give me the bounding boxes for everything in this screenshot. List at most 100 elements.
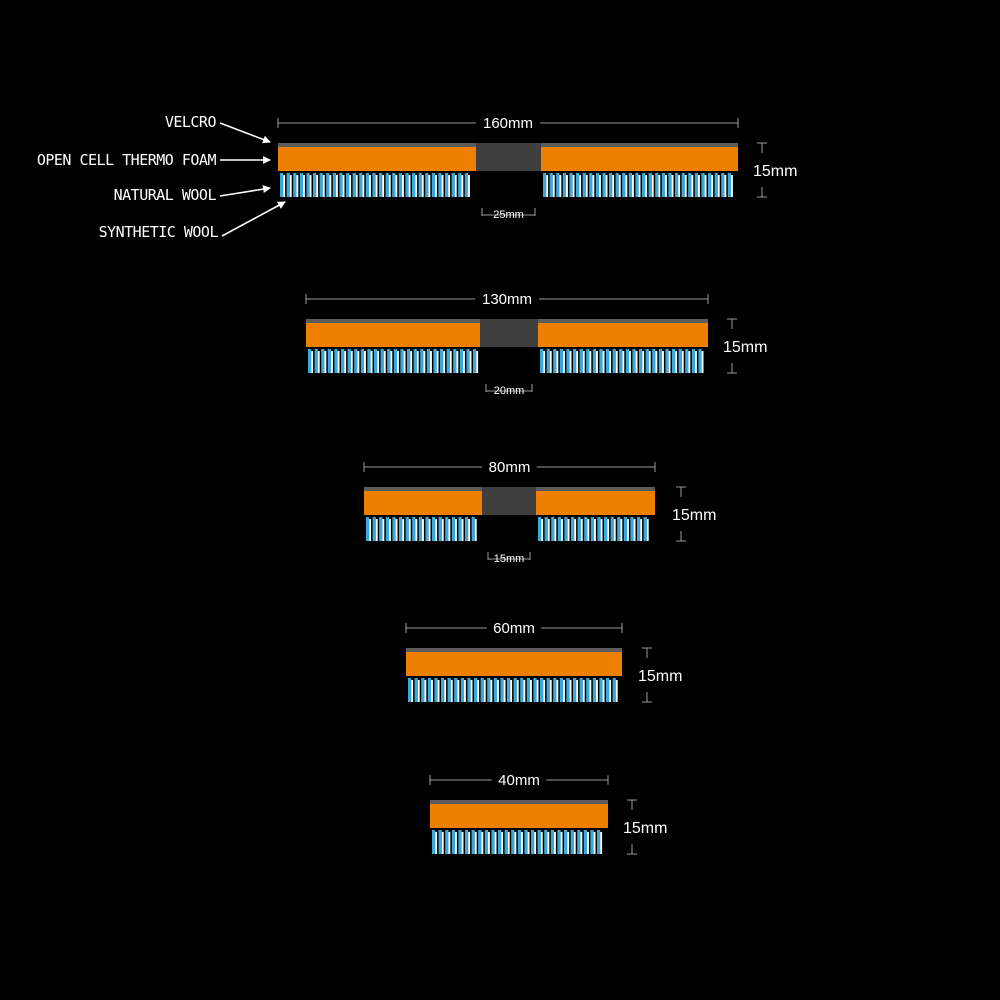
pad-130-left-synthetic-bristle: [380, 349, 384, 373]
pad-60-synthetic-bristle: [493, 678, 497, 702]
pad-60-natural-bristle: [477, 680, 480, 702]
pad-80-right-natural-bristle: [613, 519, 616, 541]
pad-60-natural-bristle: [464, 680, 466, 702]
pad-160-right-natural-bristle: [678, 175, 681, 197]
pad-160-left-synthetic-bristle: [299, 173, 303, 197]
pad-80-right-natural-bristle: [541, 519, 544, 541]
pad-160-left-natural-bristle: [415, 175, 418, 197]
pad-60-natural-bristle: [530, 680, 532, 702]
pad-130-left-synthetic-bristle: [314, 349, 318, 373]
pad-40-natural-bristle: [600, 832, 603, 854]
pad-160-right-natural-bristle: [638, 175, 641, 197]
pad-40-natural-bristle: [567, 832, 570, 854]
pad-60-natural-bristle: [602, 680, 605, 702]
pad-160-left-synthetic-bristle: [326, 173, 330, 197]
pad-60-natural-bristle: [596, 680, 598, 702]
pad-80-left-natural-bristle: [422, 519, 424, 541]
pad-80-left-natural-bristle: [435, 519, 438, 541]
pad-160-left-synthetic-bristle: [405, 173, 409, 197]
pad-130-right-natural-bristle: [589, 351, 592, 373]
pads-group: 160mm25mm15mm130mm20mm15mm80mm15mm15mm60…: [277, 115, 797, 855]
pad-60-synthetic-bristle: [434, 678, 438, 702]
pad-130-right-natural-bristle: [648, 351, 651, 373]
pad-160-left-synthetic-bristle: [379, 173, 383, 197]
pad-60-synthetic-bristle: [414, 678, 418, 702]
pad-60-height-label: 15mm: [638, 668, 682, 685]
pad-80-foam-left: [364, 491, 482, 515]
pad-160-right-natural-bristle: [724, 175, 727, 197]
pad-160-left-synthetic-bristle: [398, 173, 402, 197]
pad-130-right-synthetic-bristle: [546, 349, 550, 373]
pad-130-left-natural-bristle: [383, 351, 386, 373]
pad-40-synthetic-bristle: [597, 830, 601, 854]
pad-160-left-synthetic-bristle: [346, 173, 350, 197]
pad-130-left-synthetic-bristle: [341, 349, 345, 373]
pad-160-right-natural-bristle: [731, 175, 733, 197]
pad-160-right-synthetic-bristle: [675, 173, 679, 197]
pad-40-synthetic-bristle: [537, 830, 541, 854]
legend-arrow-natural-wool: [219, 185, 271, 197]
pad-60-natural-bristle: [543, 680, 546, 702]
pad-160-right-natural-bristle: [625, 175, 628, 197]
pad-130-left-natural-bristle: [370, 351, 373, 373]
pad-60-synthetic-bristle: [487, 678, 491, 702]
pad-160-right-synthetic-bristle: [635, 173, 639, 197]
pad-60-synthetic-bristle: [559, 678, 563, 702]
pad-60-natural-bristle: [417, 680, 420, 702]
pad-160-right-synthetic-bristle: [589, 173, 593, 197]
pad-130-right-synthetic-bristle: [698, 349, 702, 373]
pad-160-right-synthetic-bristle: [668, 173, 672, 197]
pad-160-left-natural-bristle: [448, 175, 451, 197]
pad-60-natural-bristle: [437, 680, 440, 702]
pad-80-center-gap: [482, 487, 536, 515]
pad-160-right-natural-bristle: [698, 175, 700, 197]
pad-160-right-synthetic-bristle: [727, 173, 731, 197]
pad-160-right-natural-bristle: [671, 175, 674, 197]
pad-80-left-synthetic-bristle: [471, 517, 475, 541]
pad-40-synthetic-bristle: [544, 830, 548, 854]
pad-160-left-synthetic-bristle: [359, 173, 363, 197]
pad-160-right-synthetic-bristle: [694, 173, 698, 197]
pad-160-right-synthetic-bristle: [701, 173, 705, 197]
pad-160-left-natural-bristle: [375, 175, 378, 197]
pad-160-left-synthetic-bristle: [412, 173, 416, 197]
pad-80-left-natural-bristle: [382, 519, 385, 541]
pad-60-natural-bristle: [490, 680, 493, 702]
pad-160-left-natural-bristle: [382, 175, 385, 197]
pad-80-right-natural-bristle: [594, 519, 596, 541]
pad-160-center-gap: [476, 143, 541, 171]
pad-160-height-label: 15mm: [753, 163, 797, 180]
pad-40-natural-bristle: [540, 832, 543, 854]
pad-160-right-natural-bristle: [691, 175, 694, 197]
pad-160-right-synthetic-bristle: [615, 173, 619, 197]
pad-80-left-natural-bristle: [448, 519, 451, 541]
pad-60-synthetic-bristle: [467, 678, 471, 702]
pad-40-natural-bristle: [593, 832, 596, 854]
pad-160-left-synthetic-bristle: [332, 173, 336, 197]
pad-80-right-synthetic-bristle: [577, 517, 581, 541]
legend-label-velcro: VELCRO: [165, 113, 217, 131]
pad-80-right-natural-bristle: [607, 519, 610, 541]
pad-160-left-natural-bristle: [402, 175, 404, 197]
pad-80-left-synthetic-bristle: [366, 517, 370, 541]
pad-60-synthetic-bristle: [474, 678, 478, 702]
pad-60-synthetic-bristle: [612, 678, 616, 702]
pad-160-left-synthetic-bristle: [293, 173, 297, 197]
pad-40-natural-bristle: [560, 832, 563, 854]
pad-60-synthetic-bristle: [460, 678, 464, 702]
pad-130-right-natural-bristle: [549, 351, 552, 373]
pad-80-right-natural-bristle: [554, 519, 557, 541]
pad-130-right-synthetic-bristle: [678, 349, 682, 373]
pad-160-left-natural-bristle: [421, 175, 424, 197]
pad-40-synthetic-bristle: [583, 830, 587, 854]
pad-160-right-synthetic-bristle: [549, 173, 553, 197]
pad-130-foam-left: [306, 323, 480, 347]
pad-160-right-synthetic-bristle: [556, 173, 560, 197]
pad-60-natural-bristle: [510, 680, 513, 702]
pad-160-left-natural-bristle: [329, 175, 332, 197]
pad-130-left-natural-bristle: [456, 351, 459, 373]
pad-130-left-natural-bristle: [476, 351, 479, 373]
pad-60-natural-bristle: [470, 680, 473, 702]
pad-40-synthetic-bristle: [451, 830, 455, 854]
pad-40-synthetic-bristle: [498, 830, 502, 854]
